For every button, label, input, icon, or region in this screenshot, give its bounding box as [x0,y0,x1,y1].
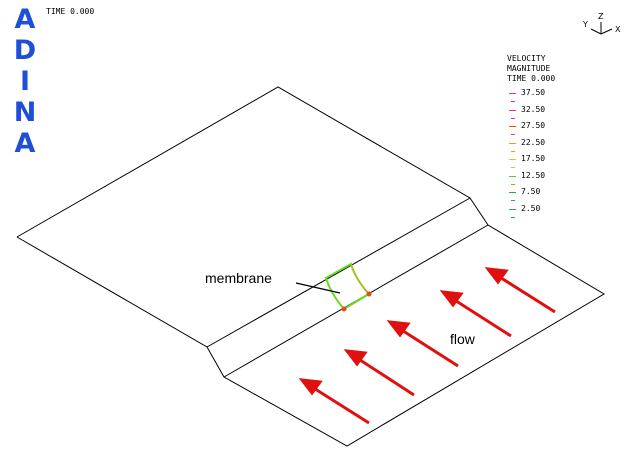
legend-title-velocity: VELOCITY [507,54,546,63]
legend-item: 17.50 [507,154,617,171]
legend-color-swatch [509,142,516,144]
legend-color-swatch [509,208,516,210]
velocity-legend: VELOCITY MAGNITUDE TIME 0.000 37.50 32.50… [507,54,617,220]
membrane-leader-line [295,282,341,294]
legend-minor-tick [511,183,515,185]
flow-arrows [298,267,556,425]
logo-letter-a2: A [14,128,36,159]
legend-color-swatch [509,93,516,94]
axis-x-label: X [615,25,621,34]
legend-minor-tick [511,216,515,218]
flow-label: flow [450,331,476,347]
membrane-label: membrane [205,270,272,286]
legend-value: 32.50 [521,104,546,114]
legend-color-swatch [509,109,516,111]
legend-item: 32.50 [507,105,617,122]
legend-time: TIME 0.000 [507,74,556,83]
legend-color-swatch [509,192,516,193]
flow-arrow-5 [298,378,370,425]
legend-value: 12.50 [521,170,546,180]
logo-letter-i: I [19,66,31,97]
legend-color-swatch [509,159,516,160]
axis-triad-icon [590,22,613,35]
legend-minor-tick [511,167,515,168]
legend-item: 27.50 [507,121,617,138]
legend-item: 37.50 [507,88,617,105]
legend-minor-tick [511,150,515,152]
flow-arrow-2 [439,290,512,338]
legend-item: 2.50 [507,204,617,221]
time-readout: TIME 0.000 [46,7,95,16]
axis-z-label: Z [598,12,604,21]
membrane-element[interactable] [324,262,372,312]
legend-color-swatch [509,126,516,127]
logo-letter-d: D [13,35,37,66]
legend-title-magnitude: MAGNITUDE [507,64,551,73]
legend-minor-tick [511,200,515,201]
legend-value: 37.50 [521,88,546,97]
legend-minor-tick [511,117,515,119]
flow-arrow-1 [484,267,556,314]
legend-item: 7.50 [507,187,617,204]
adina-logo: A D I N A [8,4,42,159]
axis-y-label: Y [582,20,588,29]
legend-value: 27.50 [521,121,546,130]
legend-item: 22.50 [507,138,617,155]
legend-value: 2.50 [521,203,541,213]
legend-minor-tick [511,134,515,135]
logo-letter-a1: A [14,4,36,35]
legend-item: 12.50 [507,171,617,188]
legend-color-swatch [509,175,516,177]
legend-minor-tick [511,101,515,102]
logo-letter-n: N [13,97,37,128]
flow-arrow-3 [386,320,459,368]
flow-arrow-4 [343,349,415,397]
legend-value: 22.50 [521,137,546,147]
legend-value: 7.50 [521,187,541,196]
legend-value: 17.50 [521,154,546,163]
